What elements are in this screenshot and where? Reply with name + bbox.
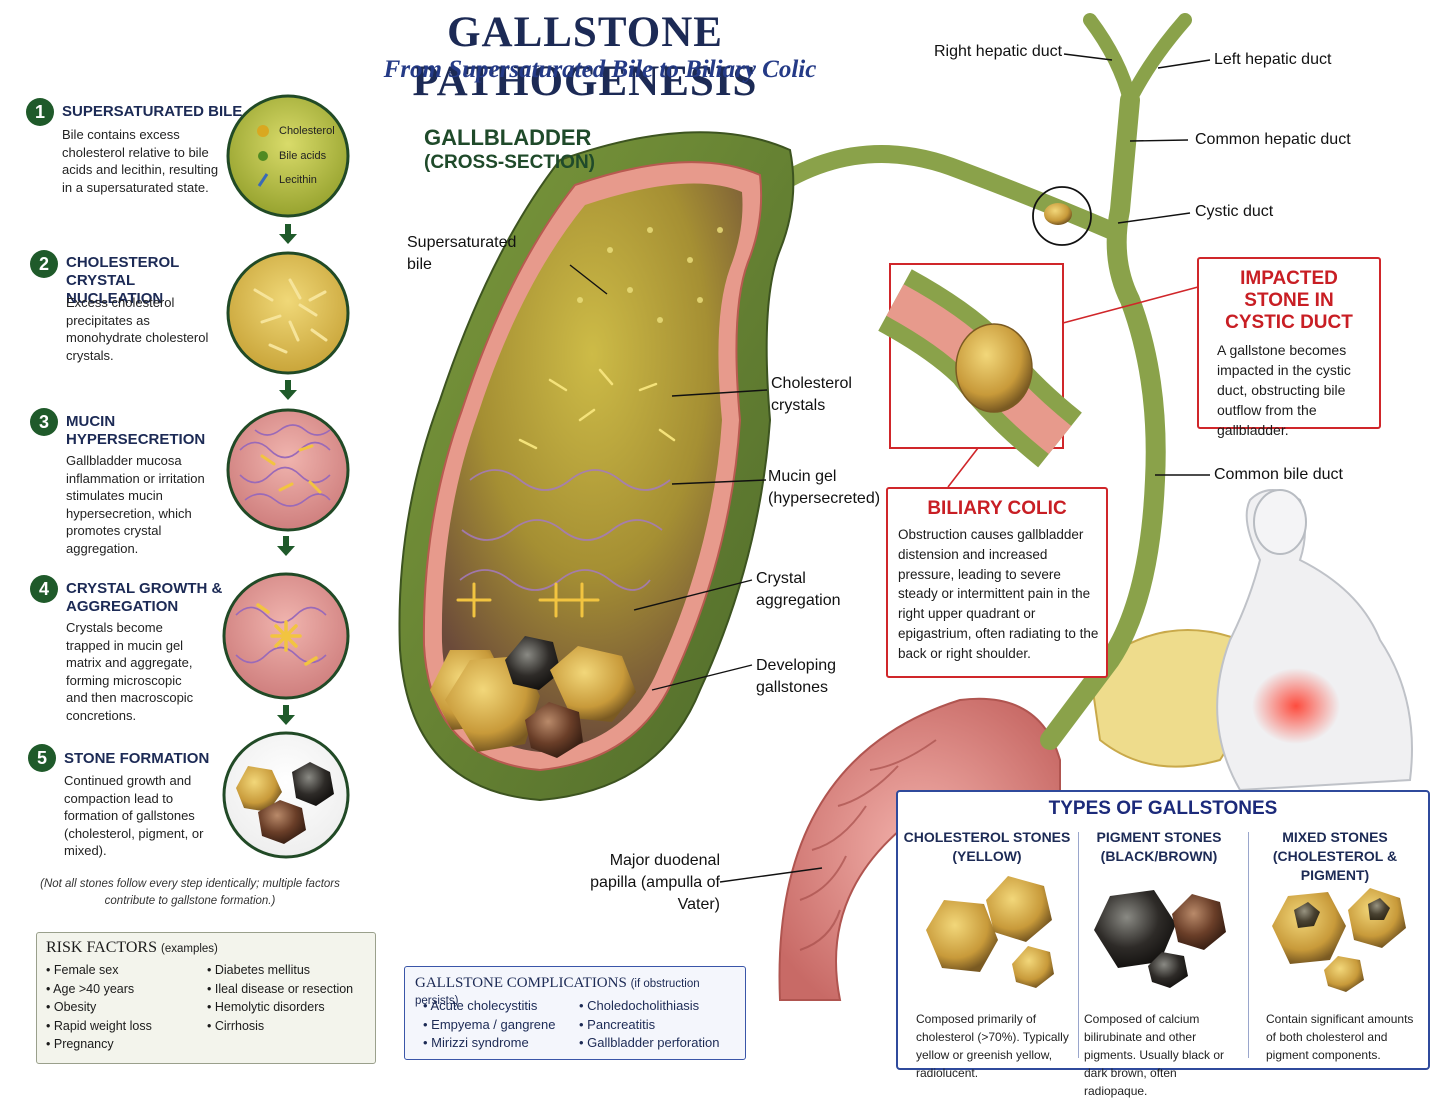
step-description: Excess cholesterol precipitates as monoh… — [66, 295, 209, 363]
duodenum — [778, 697, 1061, 1001]
list-item: Acute cholecystitis — [423, 997, 555, 1016]
legend-lecithin: Lecithin — [279, 174, 317, 186]
step1-circle — [226, 94, 350, 218]
types-title: TYPES OF GALLSTONES — [1048, 798, 1278, 819]
complications-list-1: Acute cholecystitis Empyema / gangrene M… — [423, 997, 555, 1053]
step3-circle — [226, 408, 350, 532]
label-mucin-gel: Mucin gel (hypersecreted) — [768, 468, 881, 507]
type-cholesterol: CHOLESTEROL STONES (YELLOW) Composed pri… — [902, 828, 1072, 1080]
list-item: Pancreatitis — [579, 1016, 719, 1035]
pigment-stones-image — [1094, 890, 1226, 988]
step2-circle — [226, 251, 350, 375]
biliary-colic-title: BILIARY COLIC — [927, 498, 1067, 519]
list-item: Ileal disease or resection — [207, 980, 353, 999]
type-mixed: MIXED STONES (CHOLESTEROL & PIGMENT) Con… — [1250, 828, 1420, 1062]
page-subtitle: From Supersaturated Bile to Biliary Coli… — [383, 56, 817, 83]
risk-factors-box: RISK FACTORS (examples) Female sex Age >… — [36, 932, 376, 1064]
step-arrows — [277, 224, 297, 725]
step-description: Crystals become trapped in mucin gel mat… — [66, 620, 194, 723]
label-supersaturated-bile: Supersaturated bile — [407, 234, 517, 273]
type-heading: CHOLESTEROL STONES (YELLOW) — [903, 829, 1071, 864]
step-number: 4 — [30, 575, 58, 603]
list-item: Cirrhosis — [207, 1017, 353, 1036]
step-title: CHOLESTEROL CRYSTAL NUCLEATION — [66, 254, 180, 307]
biliary-colic-callout: BILIARY COLIC Obstruction causes gallbla… — [886, 487, 1108, 678]
types-of-gallstones-box: TYPES OF GALLSTONES CHOLESTEROL STONES (… — [896, 790, 1430, 1098]
step-title: STONE FORMATION — [64, 750, 210, 767]
list-item: Empyema / gangrene — [423, 1016, 555, 1035]
list-item: Pregnancy — [46, 1035, 152, 1054]
footnote: (Not all stones follow every step identi… — [40, 878, 340, 907]
list-item: Gallbladder perforation — [579, 1034, 719, 1053]
complications-title: GALLSTONE COMPLICATIONS — [415, 975, 627, 991]
list-item: Diabetes mellitus — [207, 961, 353, 980]
risk-factors-heading: RISK FACTORS (examples) — [46, 939, 218, 957]
list-item: Hemolytic disorders — [207, 998, 353, 1017]
label-cystic-duct: Cystic duct — [1195, 203, 1274, 220]
step5-circle — [222, 731, 350, 859]
biliary-colic-text: Obstruction causes gallbladder distensio… — [898, 527, 1099, 661]
type-heading: MIXED STONES (CHOLESTEROL & PIGMENT) — [1272, 829, 1398, 883]
person-figure — [1216, 489, 1413, 792]
gallbladder-title: GALLBLADDER — [424, 125, 592, 150]
type-divider — [1078, 832, 1079, 1058]
page-title: GALLSTONE PATHOGENESIS — [412, 9, 758, 105]
list-item: Choledocholithiasis — [579, 997, 719, 1016]
step-number: 2 — [30, 250, 58, 278]
list-item: Female sex — [46, 961, 152, 980]
leader-lines — [569, 53, 1211, 883]
label-common-hepatic-duct: Common hepatic duct — [1195, 131, 1351, 148]
label-left-hepatic-duct: Left hepatic duct — [1214, 51, 1332, 68]
impacted-stone-title: IMPACTED STONE IN CYSTIC DUCT — [1225, 268, 1353, 333]
step-number: 3 — [30, 408, 58, 436]
label-cholesterol-crystals: Cholesterol crystals — [771, 375, 852, 414]
legend-cholesterol: Cholesterol — [279, 125, 335, 137]
list-item: Mirizzi syndrome — [423, 1034, 555, 1053]
type-divider — [1248, 832, 1249, 1058]
type-heading: PIGMENT STONES (BLACK/BROWN) — [1096, 829, 1222, 864]
gallbladder-subtitle: (CROSS-SECTION) — [424, 152, 595, 173]
type-description: Contain significant amounts of both chol… — [1266, 1012, 1414, 1062]
impacted-stone-callout: IMPACTED STONE IN CYSTIC DUCT A gallston… — [1197, 257, 1381, 438]
legend-bile-acids: Bile acids — [279, 150, 327, 162]
step-description: Continued growth and compaction lead to … — [64, 773, 204, 858]
risk-factors-list-1: Female sex Age >40 years Obesity Rapid w… — [46, 961, 152, 1054]
type-description: Composed of calcium bilirubinate and oth… — [1084, 1012, 1225, 1098]
label-right-hepatic-duct: Right hepatic duct — [934, 43, 1063, 60]
list-item: Age >40 years — [46, 980, 152, 999]
mixed-stones-image — [1272, 888, 1406, 992]
cholesterol-stones-image — [926, 876, 1054, 988]
label-developing-gallstones: Developing gallstones — [756, 657, 837, 696]
risk-factors-title: RISK FACTORS — [46, 939, 157, 956]
complications-box: GALLSTONE COMPLICATIONS (if obstruction … — [404, 966, 746, 1060]
step-title: CRYSTAL GROWTH & AGGREGATION — [66, 580, 223, 615]
step-description: Gallbladder mucosa inflammation or irrit… — [66, 453, 205, 556]
step-number: 5 — [28, 744, 56, 772]
step-title: MUCIN HYPERSECRETION — [66, 413, 206, 448]
step-description: Bile contains excess cholesterol relativ… — [62, 127, 219, 195]
step4-circle — [222, 572, 350, 700]
label-papilla: Major duodenal papilla (ampulla of Vater… — [590, 852, 720, 913]
risk-factors-qualifier: (examples) — [161, 943, 218, 955]
type-description: Composed primarily of cholesterol (>70%)… — [916, 1012, 1069, 1080]
list-item: Obesity — [46, 998, 152, 1017]
step-number: 1 — [26, 98, 54, 126]
impacted-inset — [878, 263, 1199, 488]
type-pigment: PIGMENT STONES (BLACK/BROWN) Composed of… — [1074, 828, 1244, 1098]
complications-list-2: Choledocholithiasis Pancreatitis Gallbla… — [579, 997, 719, 1053]
label-common-bile-duct: Common bile duct — [1214, 466, 1343, 483]
gallbladder — [398, 131, 795, 802]
step-title: SUPERSATURATED BILE — [62, 103, 243, 120]
label-crystal-aggregation: Crystal aggregation — [756, 570, 841, 609]
risk-factors-list-2: Diabetes mellitus Ileal disease or resec… — [207, 961, 353, 1035]
list-item: Rapid weight loss — [46, 1017, 152, 1036]
impacted-stone-text: A gallstone becomes impacted in the cyst… — [1217, 342, 1351, 438]
impacted-stone-marker — [1032, 186, 1092, 246]
